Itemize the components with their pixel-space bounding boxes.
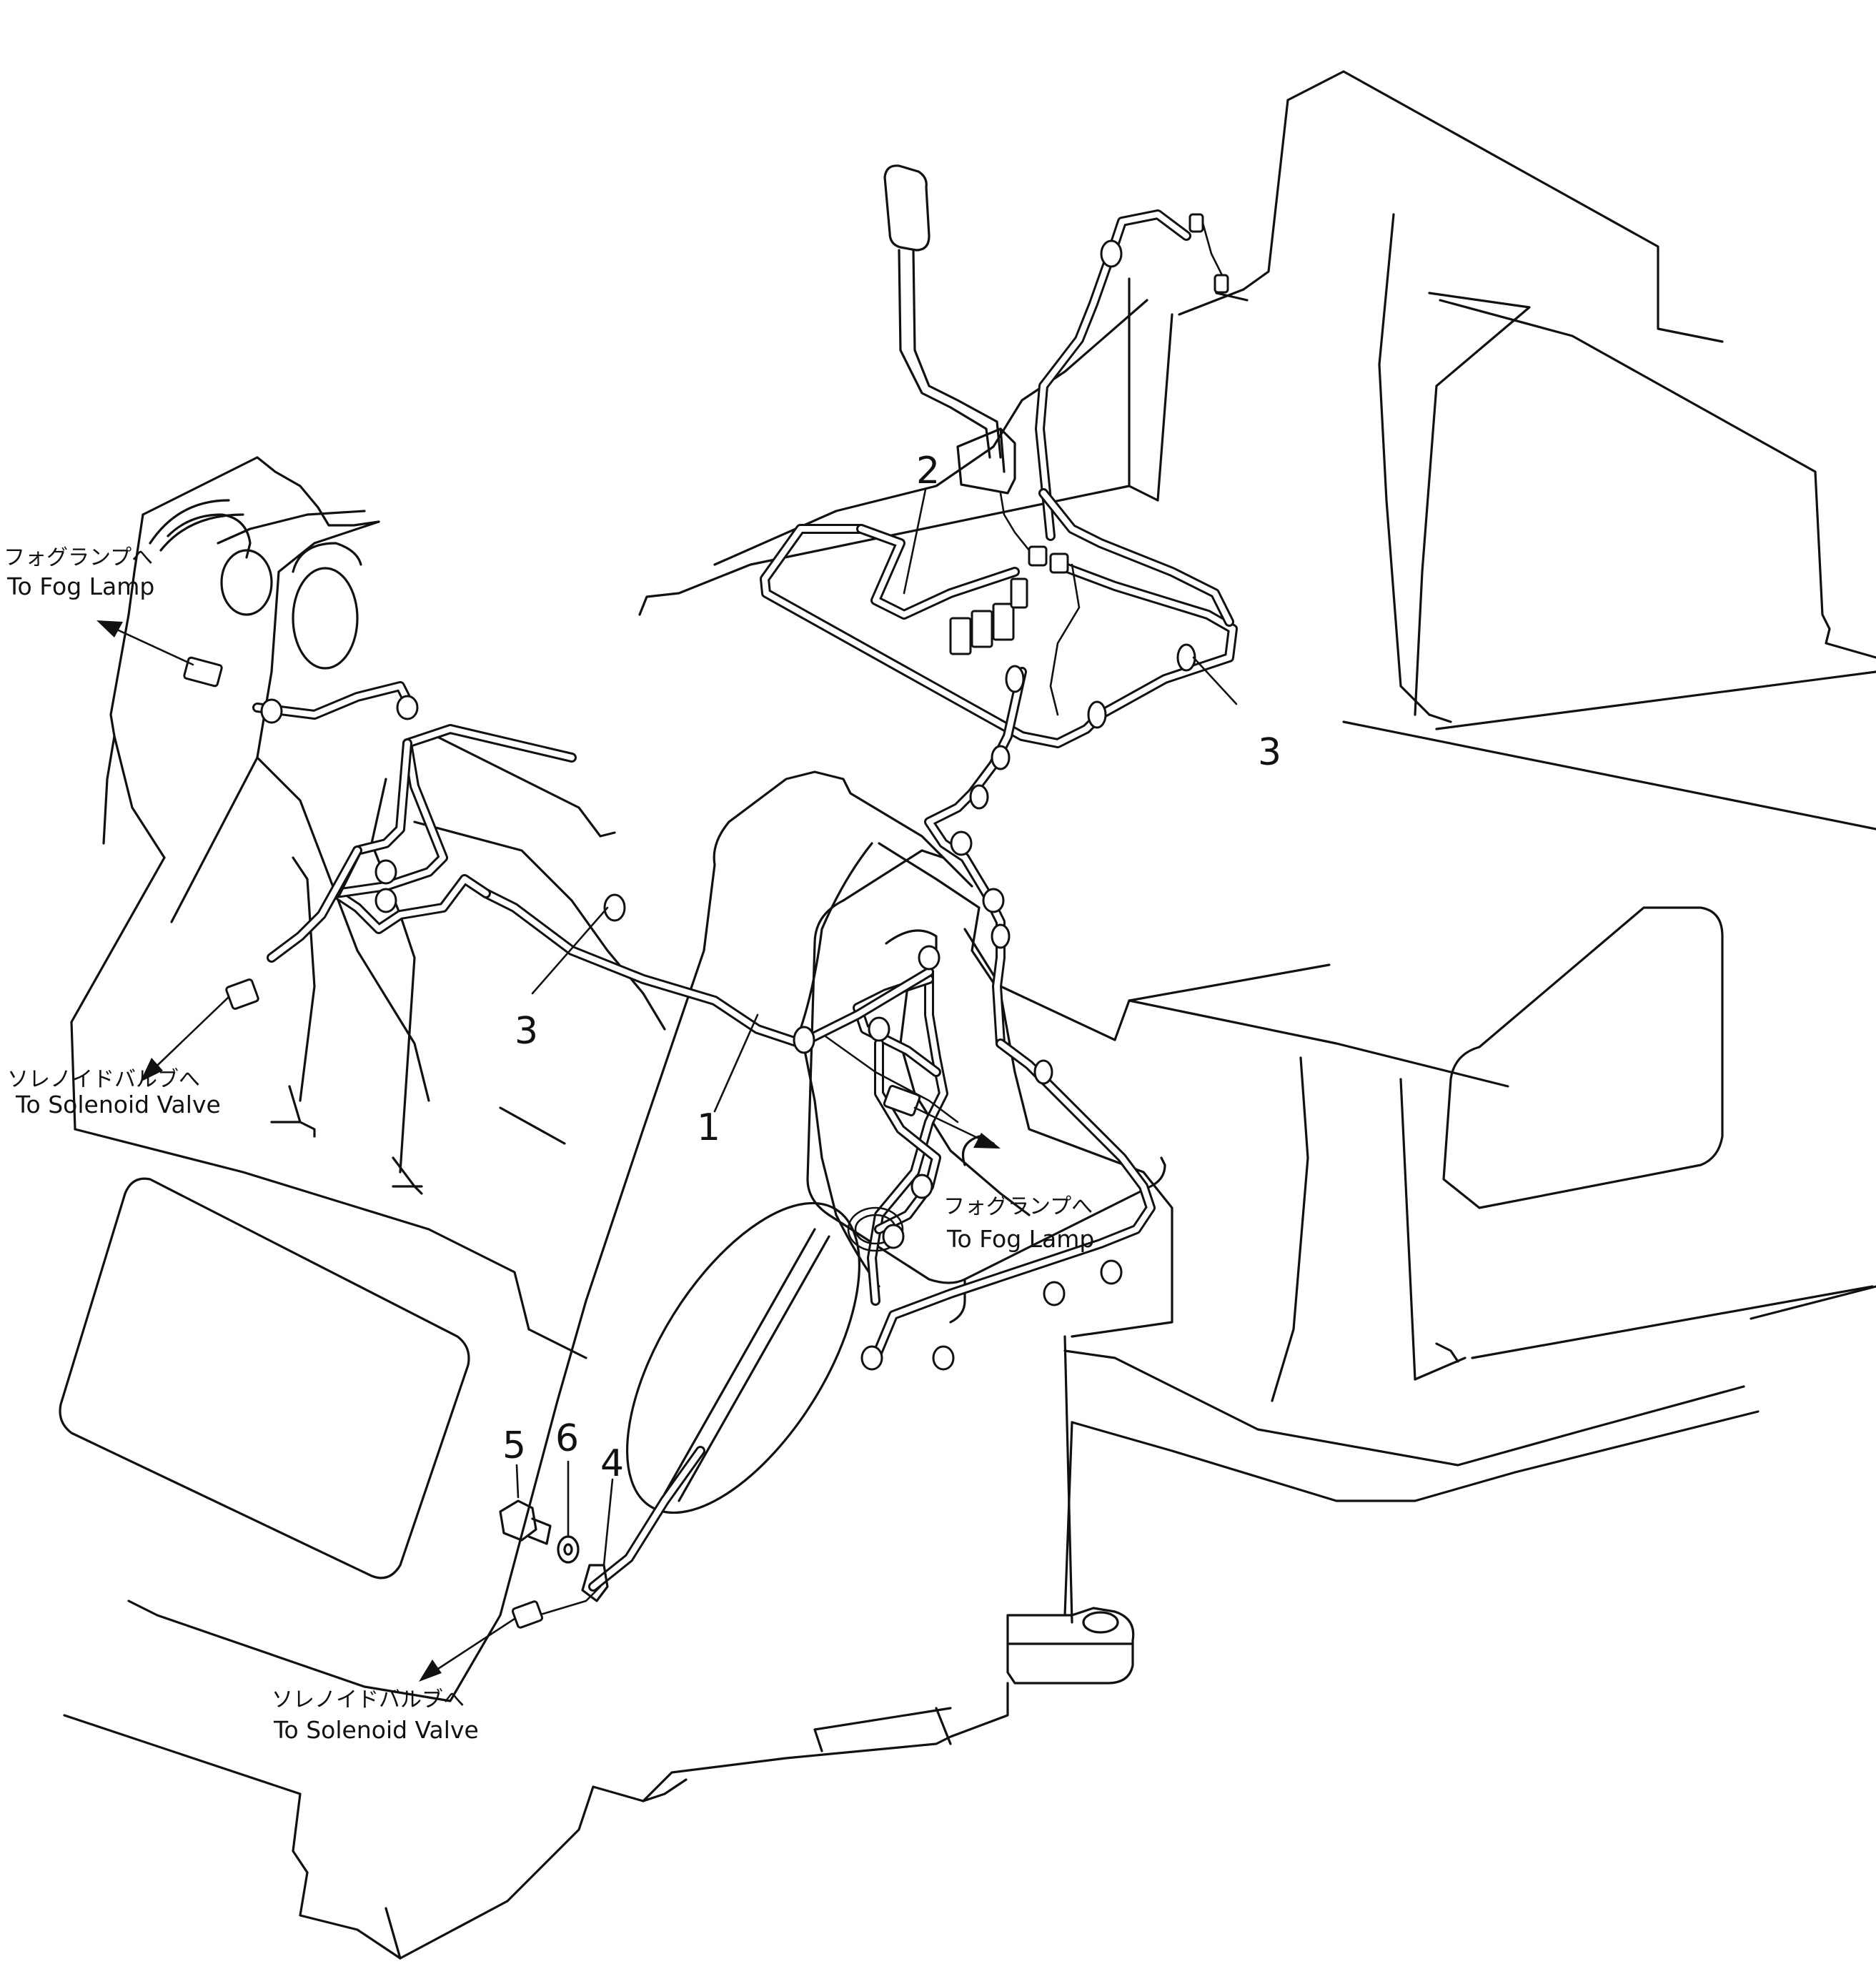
connectors (183, 213, 1229, 1629)
callout-item-5: 5 (502, 1424, 526, 1467)
fog-lamp-left-label-en: To Fog Lamp (6, 572, 154, 600)
callout-item-6: 6 (555, 1417, 579, 1460)
fog-lamp-left-label-jp: フォグランプへ (4, 545, 153, 570)
wire-harness (252, 209, 1238, 1617)
center-boom-tower (63, 770, 1173, 1960)
solenoid-bottom-label-jp: ソレノイドバルブへ (272, 1687, 465, 1712)
left-frame-plate (59, 456, 666, 1579)
fog-lamp-right-label-en: To Fog Lamp (946, 1225, 1094, 1253)
machine-frame (638, 70, 1876, 1802)
callout-item-3-left: 3 (515, 1010, 538, 1053)
bolt-head (499, 1499, 537, 1542)
callout-item-4: 4 (600, 1442, 624, 1485)
solenoid-left-label-jp: ソレノイドバルブへ (7, 1067, 200, 1092)
harness-clips (260, 239, 1196, 1371)
callout-leaders (515, 488, 1238, 1567)
destination-labels: フォグランプへ To Fog Lamp ソレノイドバルブへ To Solenoi… (4, 545, 1094, 1744)
shift-lever (883, 164, 1016, 495)
bolt-shank (527, 1517, 552, 1545)
clip-bracket (581, 1564, 609, 1602)
direction-arrows (96, 620, 1001, 1682)
callout-item-2: 2 (916, 450, 940, 492)
solenoid-left-label-en: To Solenoid Valve (15, 1091, 221, 1119)
callout-item-3-right: 3 (1258, 731, 1281, 774)
callout-item-1: 1 (697, 1106, 720, 1149)
solenoid-bottom-label-en: To Solenoid Valve (273, 1716, 479, 1744)
callout-numbers: 2 3 3 1 5 6 4 (502, 450, 1281, 1485)
washer (557, 1535, 580, 1564)
fog-lamp-right-label-jp: フォグランプへ (943, 1194, 1093, 1219)
